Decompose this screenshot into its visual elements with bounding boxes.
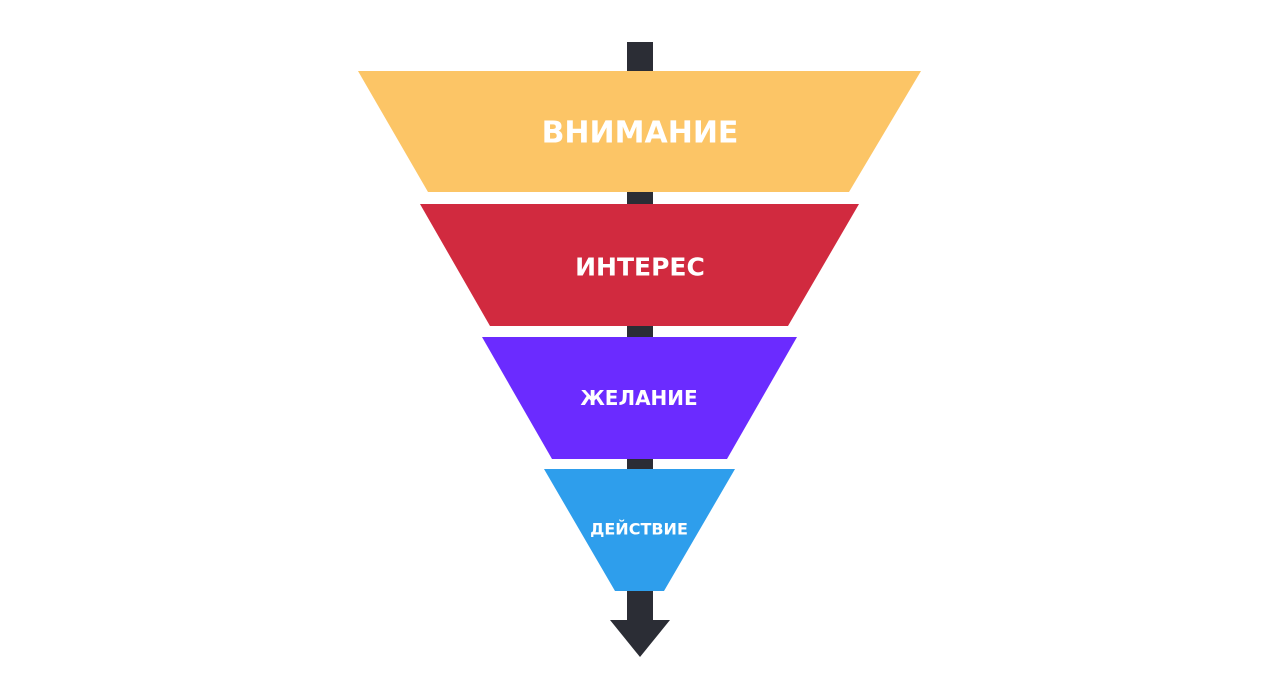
funnel-stage-attention: ВНИМАНИЕ [358, 71, 921, 192]
funnel-stage-interest: ИНТЕРЕС [420, 204, 859, 326]
stage-shape [544, 469, 735, 591]
stage-label: ВНИМАНИЕ [542, 116, 739, 151]
funnel-stage-action: ДЕЙСТВИЕ [544, 469, 735, 591]
stage-shape [482, 337, 797, 459]
funnel-stage-desire: ЖЕЛАНИЕ [482, 337, 797, 459]
stage-shape [420, 204, 859, 326]
stage-label: ЖЕЛАНИЕ [580, 386, 697, 410]
stage-label: ИНТЕРЕС [575, 253, 705, 282]
stage-shape [358, 71, 921, 192]
arrow-head [610, 620, 670, 657]
stage-label: ДЕЙСТВИЕ [590, 520, 688, 539]
